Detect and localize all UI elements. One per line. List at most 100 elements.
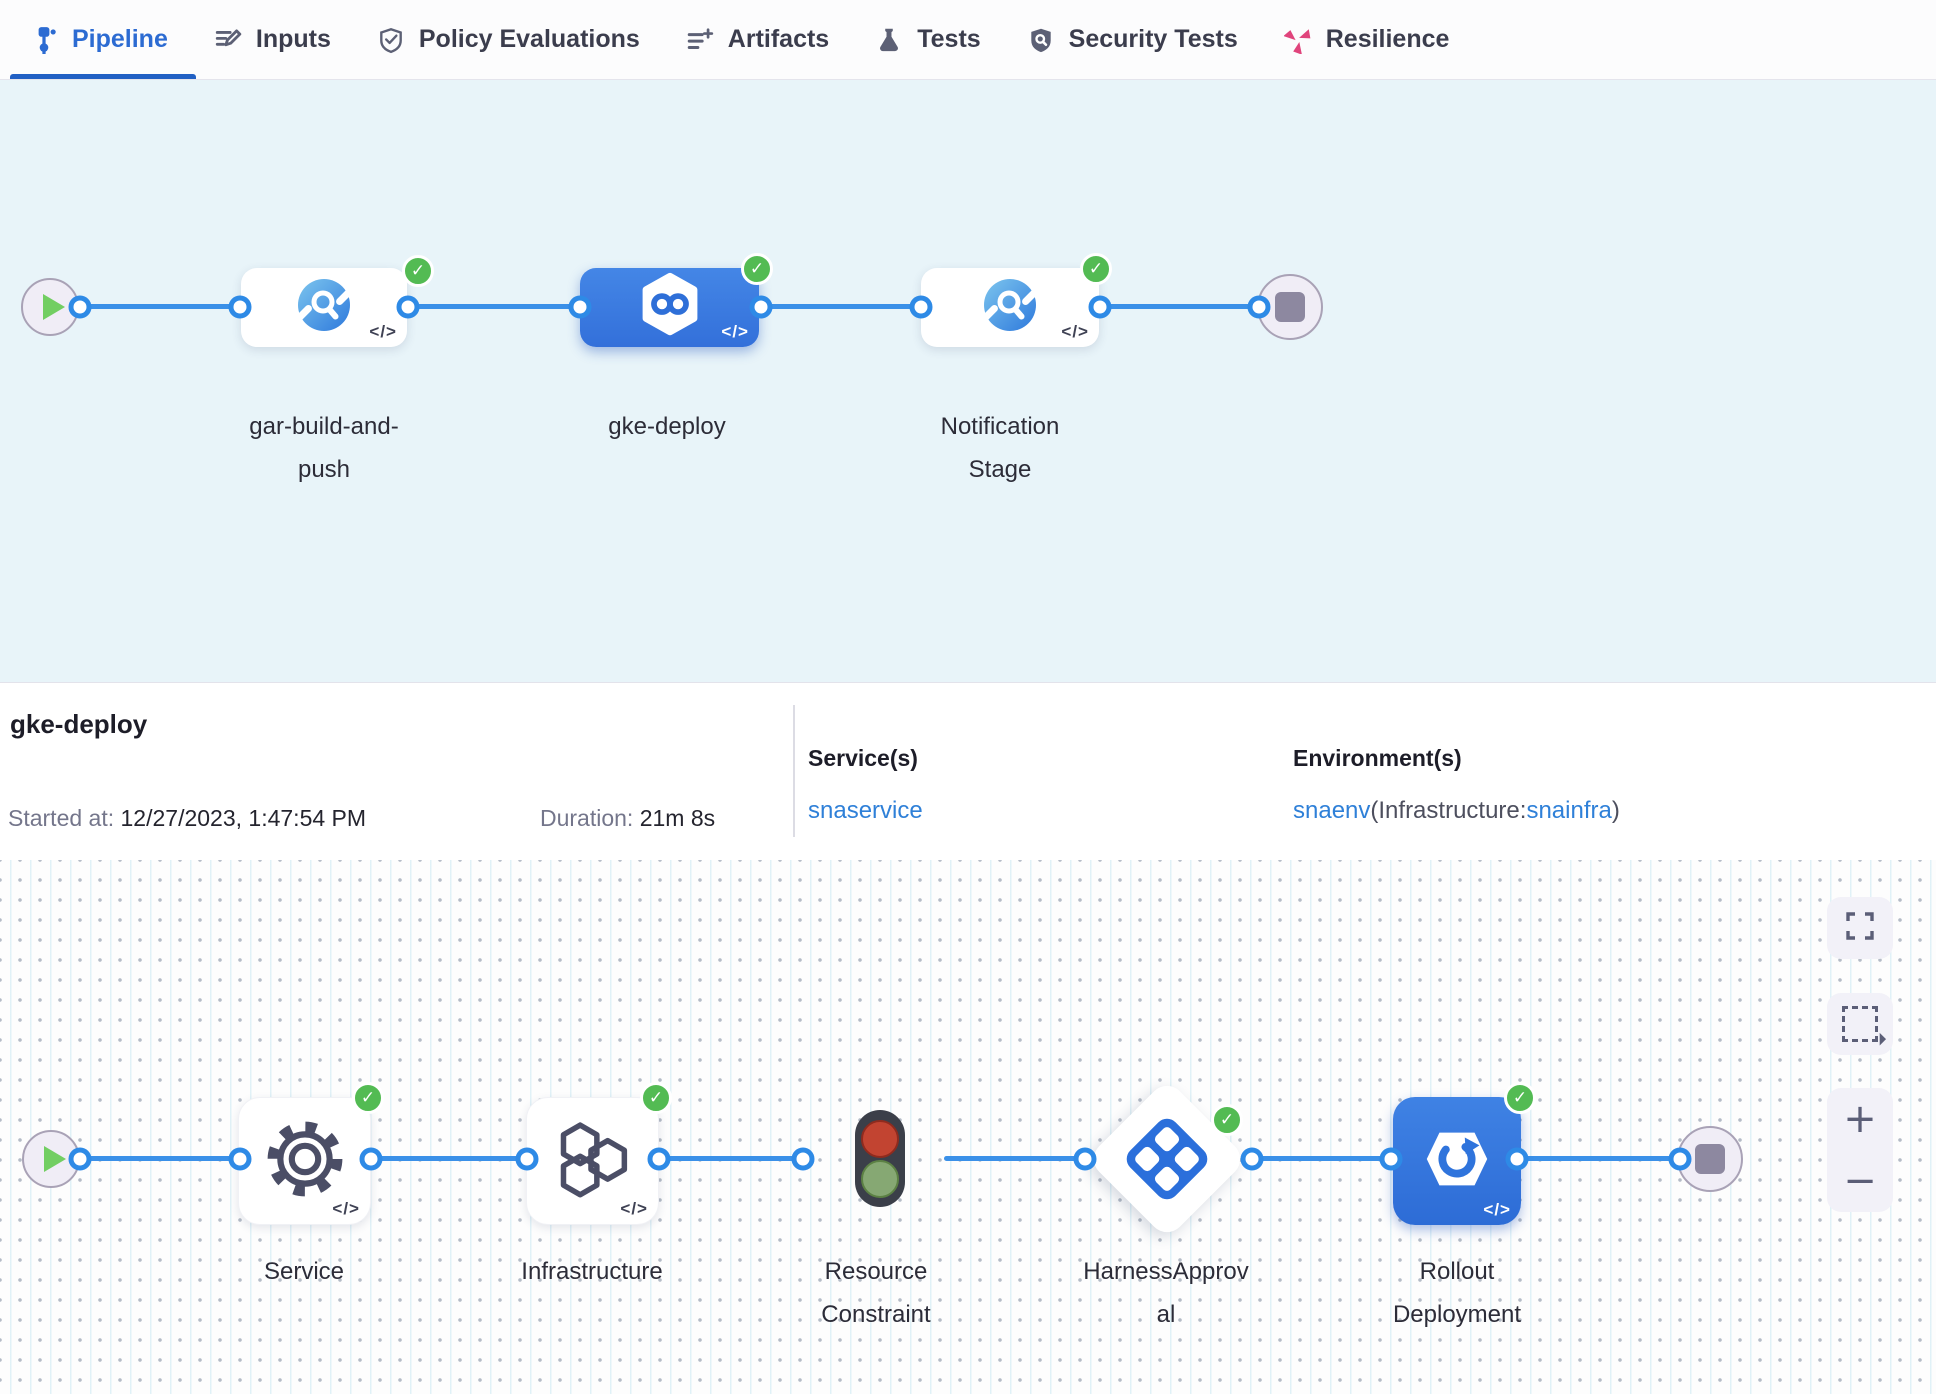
stage-label: gar-build-and- push xyxy=(249,413,399,483)
template-code-tag: </> xyxy=(1483,1200,1511,1219)
environment-value: snaenv(Infrastructure:snainfra) xyxy=(1293,797,1620,824)
tests-icon xyxy=(875,26,903,54)
stage-node-gke-deploy[interactable]: </> xyxy=(580,268,759,347)
inputs-icon xyxy=(214,26,242,54)
connector-dot xyxy=(515,1147,539,1171)
custom-stage-icon xyxy=(977,277,1043,338)
connector-dot xyxy=(228,1147,252,1171)
stop-icon xyxy=(1695,1144,1725,1174)
stage-graph-canvas[interactable]: </> ✓ </> ✓ xyxy=(0,80,1936,682)
stage-node-notification-stage[interactable]: </> xyxy=(921,268,1099,347)
zoom-out-button[interactable]: − xyxy=(1843,1158,1877,1204)
security-tests-icon xyxy=(1027,26,1055,54)
service-link[interactable]: snaservice xyxy=(808,797,923,824)
gear-icon xyxy=(261,1115,349,1208)
service-value: snaservice xyxy=(808,797,923,825)
edge xyxy=(371,1156,527,1161)
step-graph-canvas[interactable]: </> ✓ </> ✓ xyxy=(0,860,1936,1394)
step-label: Resource Constraint xyxy=(821,1258,931,1328)
tab-resilience[interactable]: Resilience xyxy=(1283,0,1450,79)
fullscreen-icon xyxy=(1844,910,1876,947)
edge xyxy=(1252,1156,1391,1161)
connector-dot xyxy=(749,295,773,319)
edge xyxy=(944,1156,1085,1161)
template-code-tag: </> xyxy=(369,322,397,341)
success-badge: ✓ xyxy=(741,253,773,285)
artifacts-icon xyxy=(686,26,714,54)
template-code-tag: </> xyxy=(1061,322,1089,341)
success-badge: ✓ xyxy=(640,1082,672,1114)
template-code-tag: </> xyxy=(620,1199,648,1218)
divider xyxy=(793,705,795,837)
stage-label: gke-deploy xyxy=(608,413,726,440)
connector-dot xyxy=(1073,1147,1097,1171)
tab-label: Resilience xyxy=(1325,25,1450,53)
hexagons-infrastructure-icon xyxy=(549,1115,637,1208)
stage-label: Notification Stage xyxy=(940,413,1060,483)
connector-dot xyxy=(1240,1147,1264,1171)
connector-dot xyxy=(909,295,933,319)
step-node-rollout-deployment[interactable]: </> xyxy=(1393,1097,1521,1225)
marquee-select-icon xyxy=(1842,1006,1887,1046)
harness-cd-hexagon-icon xyxy=(636,271,704,344)
fullscreen-button[interactable] xyxy=(1827,897,1893,959)
edge xyxy=(80,304,240,309)
edge xyxy=(1517,1156,1680,1161)
environment-link[interactable]: snaenv xyxy=(1293,797,1371,824)
execution-tabbar: Pipeline Inputs Policy Evaluations xyxy=(0,0,1936,80)
connector-dot xyxy=(68,1147,92,1171)
connector-dot xyxy=(228,295,252,319)
tab-label: Tests xyxy=(917,25,981,53)
tab-policy-evaluations[interactable]: Policy Evaluations xyxy=(377,0,640,79)
step-label: Infrastructure xyxy=(521,1258,663,1285)
tab-tests[interactable]: Tests xyxy=(875,0,981,79)
infrastructure-link[interactable]: snainfra xyxy=(1526,797,1612,824)
success-badge: ✓ xyxy=(1080,253,1112,285)
step-label: Service xyxy=(263,1258,345,1285)
green-light xyxy=(861,1159,899,1198)
success-badge: ✓ xyxy=(1211,1104,1243,1136)
edge xyxy=(761,304,921,309)
step-label: Rollout Deployment xyxy=(1392,1258,1522,1328)
tab-label: Inputs xyxy=(255,25,331,53)
edge xyxy=(659,1156,803,1161)
success-badge: ✓ xyxy=(402,255,434,287)
success-badge: ✓ xyxy=(1504,1082,1536,1114)
marquee-select-button[interactable] xyxy=(1827,993,1893,1055)
policy-evaluations-icon xyxy=(377,26,405,54)
step-node-service[interactable]: </> xyxy=(238,1097,371,1225)
edge xyxy=(408,304,580,309)
connector-dot xyxy=(647,1147,671,1171)
connector-dot xyxy=(1088,295,1112,319)
tab-artifacts[interactable]: Artifacts xyxy=(686,0,829,79)
step-node-infrastructure[interactable]: </> xyxy=(526,1097,659,1225)
success-badge: ✓ xyxy=(352,1082,384,1114)
resilience-icon xyxy=(1283,26,1312,54)
artifact-registry-icon xyxy=(291,277,357,338)
connector-dot xyxy=(1247,295,1271,319)
stage-details-bar: gke-deploy Started at: 12/27/2023, 1:47:… xyxy=(0,682,1936,862)
connector-dot xyxy=(1505,1147,1529,1171)
tab-label: Security Tests xyxy=(1068,25,1238,53)
step-node-resource-constraint[interactable] xyxy=(855,1110,905,1207)
step-node-harness-approval[interactable] xyxy=(1086,1078,1248,1240)
services-header: Service(s) xyxy=(808,745,918,771)
connector-dot xyxy=(568,295,592,319)
play-icon xyxy=(42,294,65,320)
tab-label: Policy Evaluations xyxy=(418,25,640,53)
tab-label: Pipeline xyxy=(72,25,168,53)
harness-approval-icon xyxy=(1121,1113,1213,1205)
stage-node-gar-build-and-push[interactable]: </> xyxy=(241,268,407,347)
tab-inputs[interactable]: Inputs xyxy=(214,0,331,79)
zoom-in-button[interactable]: + xyxy=(1843,1096,1877,1142)
connector-dot xyxy=(68,295,92,319)
red-light xyxy=(861,1119,899,1158)
tab-security-tests[interactable]: Security Tests xyxy=(1027,0,1238,79)
template-code-tag: </> xyxy=(332,1199,360,1218)
connector-dot xyxy=(1668,1147,1692,1171)
rollout-deployment-icon xyxy=(1418,1120,1496,1203)
stage-end-node xyxy=(1257,274,1323,340)
connector-dot xyxy=(1379,1147,1403,1171)
tab-pipeline[interactable]: Pipeline xyxy=(10,0,196,79)
edge xyxy=(1100,304,1259,309)
